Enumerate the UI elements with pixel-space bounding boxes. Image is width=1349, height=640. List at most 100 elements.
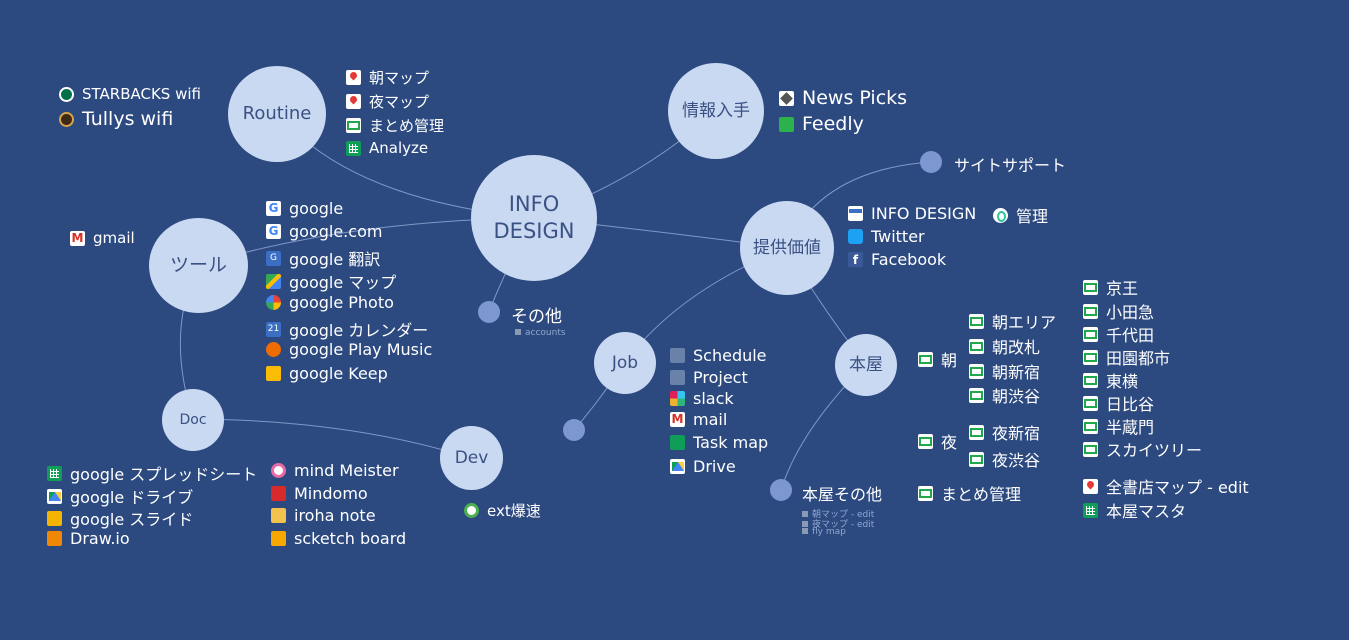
link-google-play-music[interactable]: google Play Music [266,340,432,359]
link-iroha-note[interactable]: iroha note [271,506,376,525]
link-label: google ドライブ [70,488,194,507]
link-asa-area[interactable]: 朝エリア [969,309,1056,333]
link-honya-master[interactable]: 本屋マスタ [1083,498,1186,522]
link-slack[interactable]: slack [670,389,734,408]
label-site-support[interactable]: サイトサポート [954,156,1067,175]
link-label: 朝 [941,351,958,370]
node-dev[interactable]: Dev [440,426,503,490]
link-label: google スライド [70,510,194,529]
link-yoru-map[interactable]: 夜マップ [346,91,429,112]
group-asa[interactable]: 朝 [918,347,957,371]
node-routine[interactable]: Routine [228,66,326,162]
link-hibiya[interactable]: 日比谷 [1083,391,1154,415]
link-skytree[interactable]: スカイツリー [1083,437,1202,461]
link-starbacks-wifi[interactable]: STARBACKS wifi [59,85,201,103]
link-ext-bakusoku[interactable]: ext爆速 [464,500,541,521]
link-zenshoten-map[interactable]: 全書店マップ - edit [1083,474,1249,498]
link-label: 管理 [1016,207,1049,226]
link-schedule[interactable]: Schedule [670,346,767,365]
center-title-line1: INFO [508,191,560,216]
node-joho[interactable]: 情報入手 [668,63,764,159]
spreadsheet-icon [346,140,361,156]
twitter-icon [848,229,863,244]
node-doc[interactable]: Doc [162,389,224,451]
slides-icon [918,433,933,449]
slides-icon [969,363,984,379]
link-google-slides[interactable]: google スライド [47,506,193,530]
link-chiyoda[interactable]: 千代田 [1083,322,1154,346]
gmail-icon [670,412,685,427]
gmail-icon [70,230,85,246]
node-job[interactable]: Job [594,332,656,394]
group-yoru[interactable]: 夜 [918,429,957,453]
dot-site-support[interactable] [920,151,942,173]
link-label: まとめ管理 [369,117,445,135]
label-sonota[interactable]: その他 [511,307,562,327]
link-mindomo[interactable]: Mindomo [271,484,368,503]
link-scketch-board[interactable]: scketch board [271,529,406,548]
link-denentoshi[interactable]: 田園都市 [1083,345,1170,369]
link-asa-map[interactable]: 朝マップ [346,67,429,88]
link-toyoko[interactable]: 東横 [1083,368,1138,392]
link-kanri[interactable]: 管理 [993,203,1048,227]
tullys-icon [59,111,74,127]
node-teikyo[interactable]: 提供価値 [740,201,834,295]
link-keio[interactable]: 京王 [1083,275,1138,299]
link-asa-kaisatsu[interactable]: 朝改札 [969,334,1040,358]
link-odakyu[interactable]: 小田急 [1083,299,1154,323]
node-tool[interactable]: ツール [149,218,248,313]
link-label: google 翻訳 [289,250,381,269]
node-honya[interactable]: 本屋 [835,334,897,396]
link-label: 朝エリア [992,313,1057,332]
link-tullys-wifi[interactable]: Tullys wifi [59,108,173,130]
link-info-design[interactable]: INFO DESIGN [848,204,976,223]
sonota-sub-accounts[interactable]: accounts [515,328,566,338]
link-google-drive[interactable]: google ドライブ [47,484,193,508]
label-honya-sonota[interactable]: 本屋その他 [802,485,883,504]
dot-job-extra[interactable] [563,419,585,441]
link-asa-shibuya[interactable]: 朝渋谷 [969,383,1040,407]
link-label: 朝新宿 [992,363,1041,382]
pin-icon [802,521,808,527]
link-google-map[interactable]: google マップ [266,269,396,293]
dot-honya-sonota[interactable] [770,479,792,501]
link-hanzomon[interactable]: 半蔵門 [1083,414,1154,438]
link-asa-shinjuku[interactable]: 朝新宿 [969,359,1040,383]
honya-sonota-sub-1[interactable]: 夜マップ - edit [802,517,874,530]
link-label: scketch board [294,529,407,548]
link-google-spreadsheet[interactable]: google スプレッドシート [47,461,257,485]
link-label: google カレンダー [289,321,429,340]
link-label: Twitter [871,227,925,246]
link-task-map[interactable]: Task map [670,433,768,452]
link-honya-matome[interactable]: まとめ管理 [918,481,1021,505]
link-news-picks[interactable]: News Picks [779,87,907,109]
link-mind-meister[interactable]: mind Meister [271,461,399,480]
link-feedly[interactable]: Feedly [779,113,864,135]
honya-sonota-sub-2[interactable]: fly map [802,527,846,537]
link-google-photo[interactable]: google Photo [266,293,394,312]
link-drive[interactable]: Drive [670,457,736,476]
link-drawio[interactable]: Draw.io [47,529,130,548]
link-twitter[interactable]: Twitter [848,227,925,246]
link-label: google [289,199,344,218]
link-analyze[interactable]: Analyze [346,139,428,157]
link-gmail[interactable]: gmail [70,229,135,247]
link-yoru-shibuya[interactable]: 夜渋谷 [969,447,1040,471]
link-label: 千代田 [1106,326,1155,345]
honya-sonota-sub-0[interactable]: 朝マップ - edit [802,507,874,520]
keep-icon [266,366,281,381]
link-mail[interactable]: mail [670,410,727,429]
link-matome-kanri[interactable]: まとめ管理 [346,115,444,136]
google-icon: G [266,224,281,239]
link-project[interactable]: Project [670,368,748,387]
link-yoru-shinjuku[interactable]: 夜新宿 [969,420,1040,444]
link-google-keep[interactable]: google Keep [266,364,388,383]
dot-sonota[interactable] [478,301,500,323]
